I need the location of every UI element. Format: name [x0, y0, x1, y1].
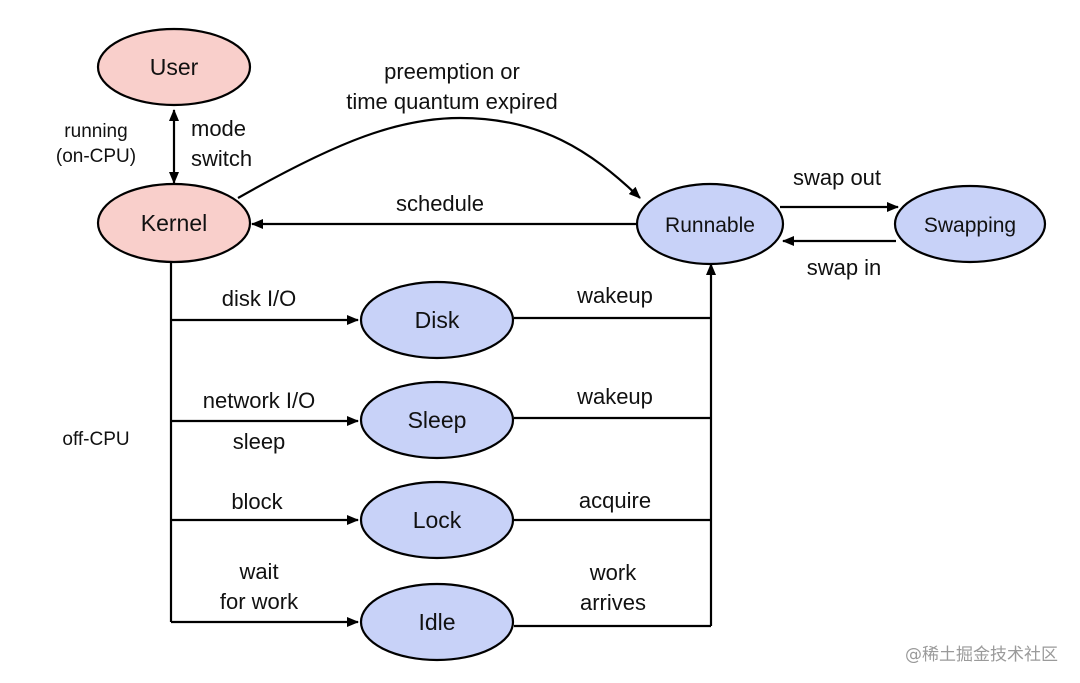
user-node: User	[96, 27, 252, 107]
running-label-line1: running	[64, 121, 127, 142]
disk-label: Disk	[415, 307, 460, 333]
swap-in-label: swap in	[807, 255, 882, 280]
disk-node: Disk	[359, 280, 515, 360]
idle-node: Idle	[359, 582, 515, 662]
swapping-node: Swapping	[893, 184, 1047, 264]
work-arrives-label-line1: work	[589, 560, 637, 585]
wait-label-line1: wait	[238, 559, 278, 584]
sleep-edge-label: sleep	[233, 429, 286, 454]
schedule-label: schedule	[396, 191, 484, 216]
mode-switch-label-line1: mode	[191, 116, 246, 141]
user-label: User	[150, 54, 199, 80]
disk-io-label: disk I/O	[222, 286, 297, 311]
network-io-label: network I/O	[203, 388, 315, 413]
runnable-node: Runnable	[635, 182, 785, 266]
sleep-label: Sleep	[408, 407, 467, 433]
preemption-edge	[237, 116, 641, 199]
idle-label: Idle	[418, 609, 455, 635]
swapping-label: Swapping	[924, 214, 1016, 237]
preemption-label-line1: preemption or	[384, 59, 520, 84]
runnable-label: Runnable	[665, 214, 755, 237]
watermark-text: @稀土掘金技术社区	[905, 645, 1058, 665]
lock-label: Lock	[413, 507, 462, 533]
lock-node: Lock	[359, 480, 515, 560]
mode-switch-label-line2: switch	[191, 146, 252, 171]
work-arrives-label-line2: arrives	[580, 590, 646, 615]
kernel-label: Kernel	[141, 210, 207, 236]
swap-out-label: swap out	[793, 165, 881, 190]
off-cpu-label: off-CPU	[62, 429, 129, 450]
sleep-node: Sleep	[359, 380, 515, 460]
block-label: block	[231, 489, 283, 514]
wait-label-line2: for work	[220, 589, 299, 614]
kernel-node: Kernel	[96, 182, 252, 264]
preemption-label-line2: time quantum expired	[346, 89, 558, 114]
disk-wakeup-label: wakeup	[576, 283, 653, 308]
running-label-line2: (on-CPU)	[56, 146, 136, 167]
acquire-label: acquire	[579, 488, 651, 513]
sleep-wakeup-label: wakeup	[576, 384, 653, 409]
